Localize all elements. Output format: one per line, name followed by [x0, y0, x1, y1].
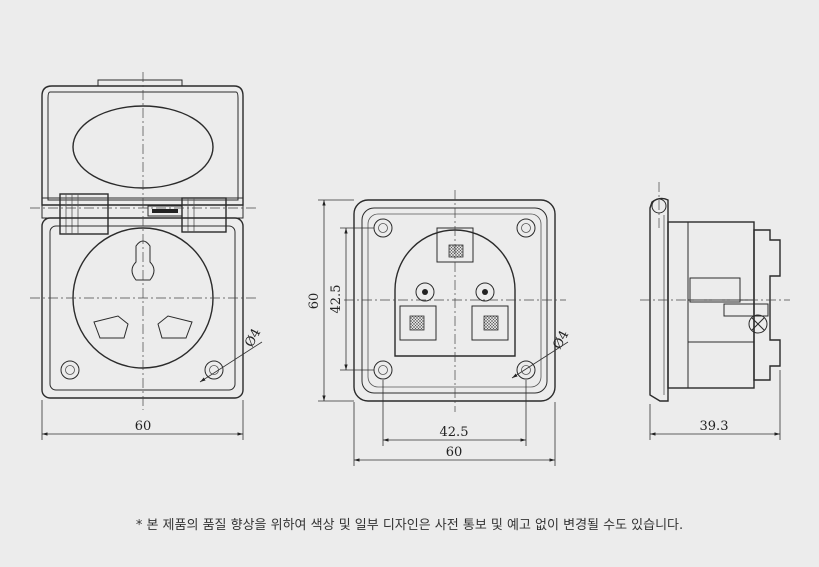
technical-drawing: Ø4 60 [30, 72, 790, 466]
height-holes-dimension-label: 42.5 [329, 285, 344, 314]
mounting-hole-bl [373, 360, 393, 380]
side-view: 39.3 [640, 182, 790, 440]
pin-slot-left [93, 315, 129, 339]
side-rear-block [753, 229, 781, 381]
flat-pin-slot-right [483, 315, 499, 331]
base-plate [41, 217, 244, 399]
earth-pin-hole [131, 240, 155, 281]
mounting-hole-tr [516, 218, 536, 238]
hinge-latch [147, 205, 183, 217]
round-hole-left [415, 282, 435, 302]
mounting-hole-right [204, 360, 224, 380]
hole-diameter-label: Ø4 [242, 326, 264, 350]
pin-slot-right [157, 315, 193, 339]
front-view-closed: Ø4 60 42.5 42.5 60 [307, 190, 572, 466]
width-dimension-label: 60 [135, 419, 152, 434]
mounting-hole-tl [373, 218, 393, 238]
mounting-hole-br [516, 360, 536, 380]
inner-frame [361, 207, 548, 394]
lid-inner-outline [47, 91, 239, 201]
outer-frame [353, 199, 556, 402]
round-hole-right [475, 282, 495, 302]
flat-pin-housing-left [399, 305, 437, 341]
side-terminal-upper [689, 277, 741, 303]
terminal-screw [748, 314, 768, 334]
side-front-plate [649, 197, 669, 402]
mounting-hole-left [60, 360, 80, 380]
lid-top-tab [97, 79, 183, 87]
earth-pin-slot [448, 244, 464, 258]
side-body [667, 221, 755, 389]
drawing-canvas: Ø4 60 [30, 72, 790, 466]
width-outer-dimension-label: 60 [446, 445, 463, 460]
hinge-latch-slot [152, 209, 178, 213]
flat-pin-slot-left [409, 315, 425, 331]
side-terminal-tab [723, 303, 769, 317]
width-holes-dimension-label: 42.5 [440, 425, 469, 440]
hole-diameter-label: Ø4 [550, 328, 572, 352]
socket-face [394, 229, 516, 357]
disclaimer-notice: * 본 제품의 품질 향상을 위하여 색상 및 일부 디자인은 사전 통보 및 … [135, 518, 684, 533]
front-view-open-lid: Ø4 60 [30, 72, 264, 440]
hinge-right [181, 197, 227, 233]
base-plate-inner [49, 225, 236, 391]
flat-pin-housing-right [471, 305, 509, 341]
side-terminal-lower [687, 299, 755, 343]
height-outer-dimension-label: 60 [307, 293, 322, 310]
hinge-left [59, 193, 109, 235]
depth-dimension-label: 39.3 [700, 419, 729, 434]
